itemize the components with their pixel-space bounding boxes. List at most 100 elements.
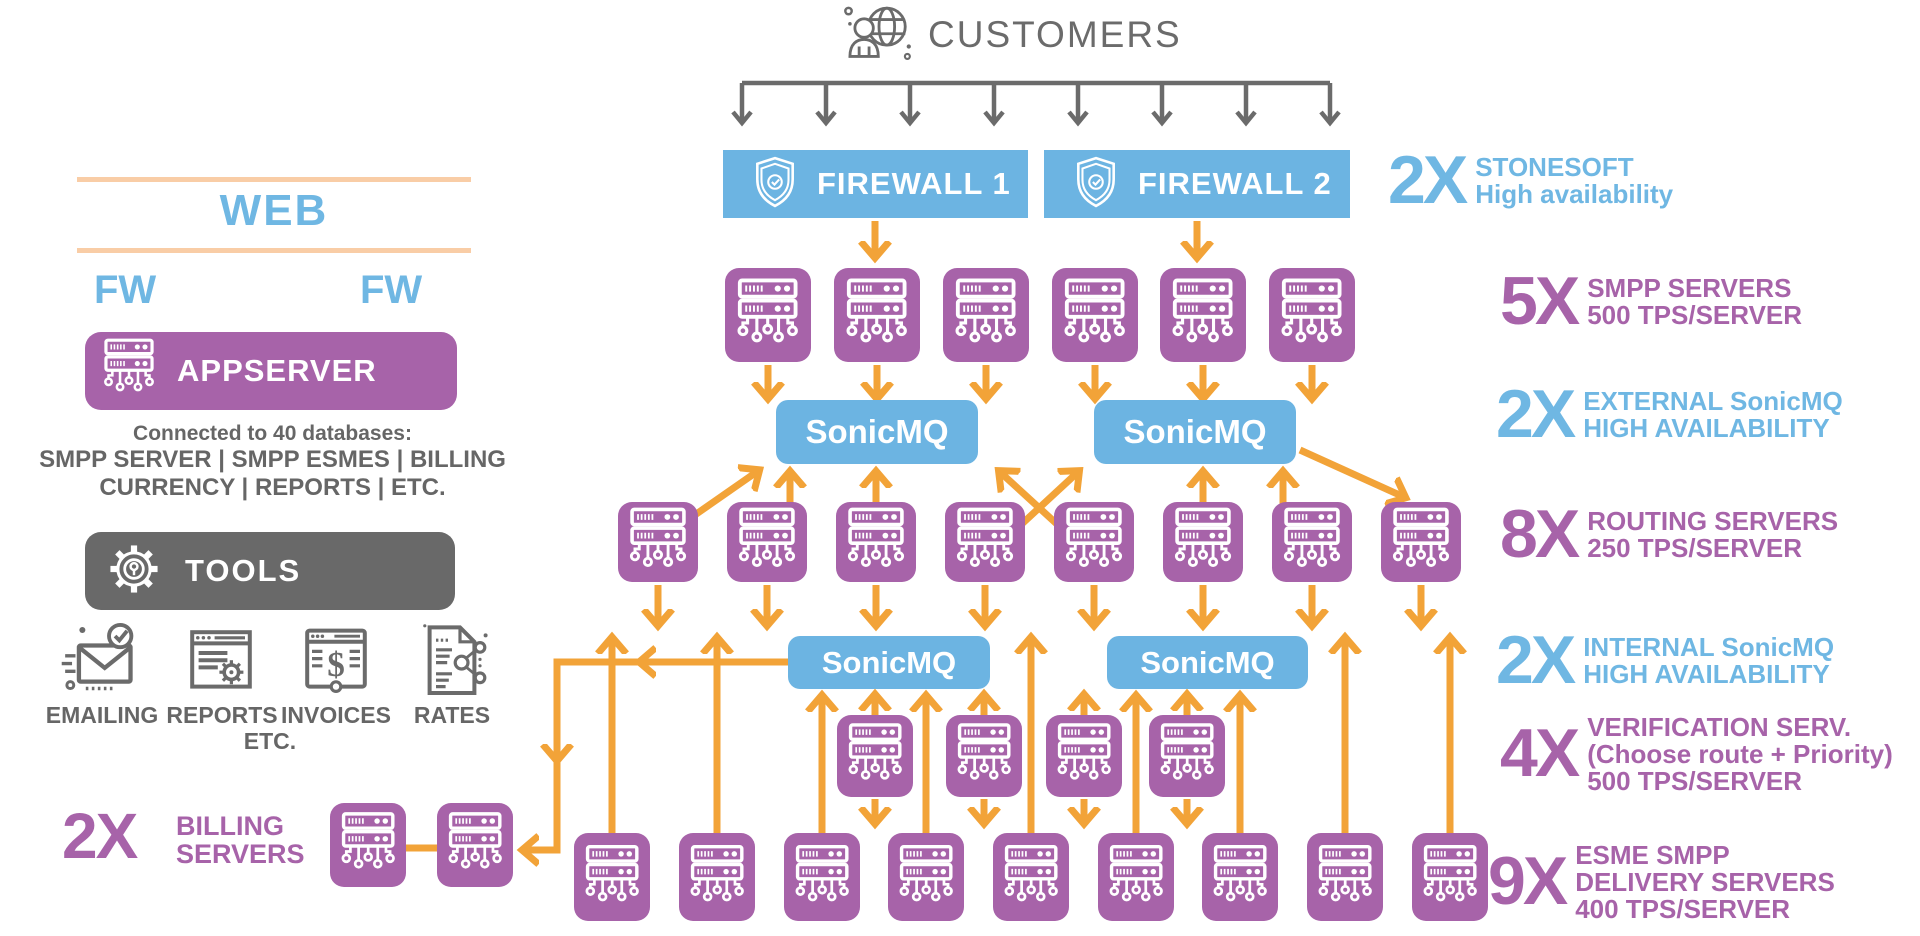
server-icon — [1056, 272, 1133, 358]
annotation-count: 2X — [1388, 142, 1468, 219]
server-icon — [683, 837, 751, 918]
server-icon — [731, 505, 803, 579]
routing-server — [618, 502, 698, 582]
annotation-count: 2X — [1496, 376, 1576, 453]
smpp-server — [1052, 268, 1138, 362]
delivery-server — [1307, 833, 1383, 921]
server-icon — [947, 272, 1024, 358]
server-icon — [1273, 272, 1350, 358]
server-icon — [1058, 505, 1130, 579]
shield-check-icon — [749, 156, 801, 213]
server-icon — [1416, 837, 1484, 918]
firewall-label: FIREWALL 2 — [1138, 166, 1332, 201]
annotation-count: 4X — [1500, 715, 1580, 792]
server-icon — [1276, 505, 1348, 579]
billing-count: 2X — [62, 800, 138, 872]
fw-right-label: FW — [360, 268, 423, 312]
divider-line-bottom — [77, 248, 471, 253]
delivery-server — [993, 833, 1069, 921]
tool-label: EMAILING — [45, 702, 159, 728]
billing-server — [437, 803, 513, 887]
server-icon — [1206, 837, 1274, 918]
sonicmq-internal-1: SonicMQ — [788, 636, 990, 689]
customers-fanout-arrows — [731, 80, 1341, 127]
db-note-line1: Connected to 40 databases: — [133, 422, 412, 445]
appserver-box: APPSERVER — [85, 332, 457, 410]
annotation-count: 9X — [1488, 843, 1568, 920]
sonicmq-external-1: SonicMQ — [776, 400, 978, 464]
delivery-server — [574, 833, 650, 921]
verification-server — [946, 715, 1022, 797]
server-icon — [1153, 718, 1221, 793]
firewall-box-1: FIREWALL 1 — [723, 150, 1028, 218]
sonicmq-internal-2: SonicMQ — [1107, 636, 1308, 689]
server-icon — [578, 837, 646, 918]
routing-server — [1163, 502, 1243, 582]
server-icon — [1385, 505, 1457, 579]
routing-server — [945, 502, 1025, 582]
tools-box: TOOLS — [85, 532, 455, 610]
server-icon — [949, 505, 1021, 579]
db-note-line3: CURRENCY | REPORTS | ETC. — [99, 474, 446, 501]
flow-arrows — [405, 221, 1450, 850]
web-label: WEB — [219, 186, 329, 235]
routing-server — [727, 502, 807, 582]
gear-icon — [103, 538, 165, 605]
smpp-server — [725, 268, 811, 362]
verification-server — [1149, 715, 1225, 797]
verification-server — [1046, 715, 1122, 797]
annotation-count: 8X — [1500, 496, 1580, 573]
divider-line-top — [77, 177, 471, 182]
server-icon — [788, 837, 856, 918]
server-icon — [334, 806, 402, 883]
tools-label: TOOLS — [185, 553, 302, 588]
verification-server — [837, 715, 913, 797]
server-icon — [97, 333, 161, 410]
appserver-label: APPSERVER — [177, 353, 377, 388]
billing-server — [330, 803, 406, 887]
server-icon — [1050, 718, 1118, 793]
delivery-server — [784, 833, 860, 921]
server-icon — [622, 505, 694, 579]
rates-icon — [412, 618, 492, 704]
annotation-count: 5X — [1500, 263, 1580, 340]
server-icon — [892, 837, 960, 918]
server-icon — [1167, 505, 1239, 579]
server-icon — [1102, 837, 1170, 918]
delivery-server — [888, 833, 964, 921]
billing-return-path — [524, 658, 788, 850]
invoices-icon — [296, 618, 376, 704]
delivery-server — [1098, 833, 1174, 921]
tool-label: REPORTS — [166, 702, 278, 728]
annotation-text: VERIFICATION SERV.(Choose route + Priori… — [1587, 711, 1893, 796]
delivery-server — [679, 833, 755, 921]
db-note-line2: SMPP SERVER | SMPP ESMES | BILLING — [39, 446, 506, 473]
server-icon — [1164, 272, 1241, 358]
routing-server — [1381, 502, 1461, 582]
server-icon — [950, 718, 1018, 793]
routing-server — [1054, 502, 1134, 582]
tool-label: RATES — [413, 702, 491, 728]
customers-label: CUSTOMERS — [928, 14, 1182, 55]
server-icon — [841, 718, 909, 793]
billing-label: BILLING SERVERS — [176, 811, 305, 869]
firewall-label: FIREWALL 1 — [817, 166, 1011, 201]
annotation-count: 2X — [1496, 622, 1576, 699]
server-icon — [441, 806, 509, 883]
reports-icon — [181, 618, 261, 704]
routing-server — [836, 502, 916, 582]
server-icon — [729, 272, 806, 358]
server-icon — [997, 837, 1065, 918]
delivery-server — [1202, 833, 1278, 921]
